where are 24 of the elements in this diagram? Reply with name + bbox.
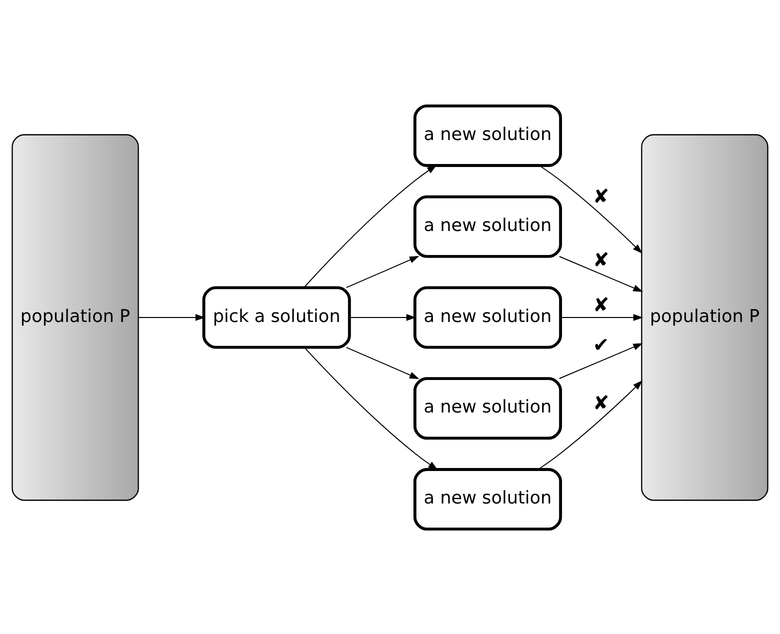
arrow: [558, 256, 644, 292]
arrow: [304, 346, 438, 470]
node-box: a new solution: [413, 104, 562, 166]
arrow: [304, 164, 437, 288]
arrow: [558, 342, 644, 378]
arrow: [538, 380, 643, 470]
node-box: a new solution: [413, 376, 562, 440]
arrow: [349, 314, 416, 320]
edge-label: ✘: [592, 293, 610, 316]
arrow: [138, 314, 206, 320]
node-box: a new solution: [413, 468, 562, 530]
node-box: a new solution: [413, 194, 562, 258]
node-box: pick a solution: [202, 286, 351, 348]
arrow: [346, 255, 420, 288]
node-box: population P: [641, 134, 768, 500]
edge-label: ✘: [592, 390, 610, 414]
arrow: [560, 314, 644, 320]
edge-label: ✘: [592, 248, 610, 272]
node-box: a new solution: [413, 286, 562, 348]
arrow: [346, 346, 420, 379]
node-box: population P: [12, 134, 139, 500]
edge-label: ✔: [592, 333, 610, 356]
edge-label: ✘: [592, 184, 610, 208]
arrow: [538, 164, 642, 254]
